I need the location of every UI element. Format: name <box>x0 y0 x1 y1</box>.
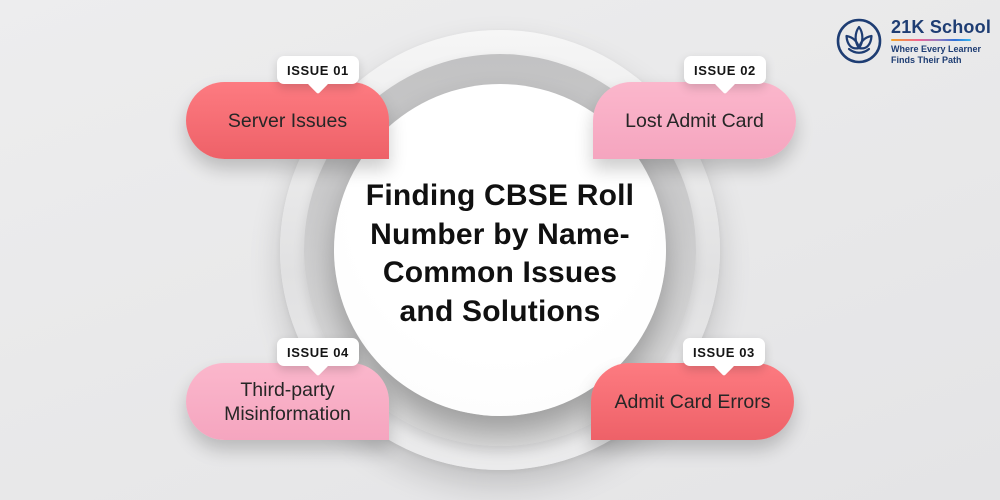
issue-pill-label: Third-party Misinformation <box>224 378 351 425</box>
issue-pill-label: Lost Admit Card <box>625 109 764 132</box>
issue-badge-01: ISSUE 01 <box>277 56 359 84</box>
brand-gradient-rule <box>891 39 971 41</box>
issue-badge-02: ISSUE 02 <box>684 56 766 84</box>
issue-badge-03: ISSUE 03 <box>683 338 765 366</box>
brand-text: 21K School Where Every Learner Finds The… <box>891 17 991 65</box>
issue-pill-server-issues: Server Issues <box>186 82 389 159</box>
issue-pill-label: Server Issues <box>227 109 348 132</box>
page-title: Finding CBSE Roll Number by Name- Common… <box>320 177 680 331</box>
issue-pill-third-party-misinformation: Third-party Misinformation <box>186 363 389 440</box>
issue-pill-label: Admit Card Errors <box>614 390 771 413</box>
title-line-4: and Solutions <box>399 294 601 328</box>
brand-tagline-line-1: Where Every Learner <box>891 44 982 54</box>
title-line-1: Finding CBSE Roll <box>365 179 635 212</box>
title-line-2: Number by Name- <box>370 217 630 251</box>
issue-pill-lost-admit-card: Lost Admit Card <box>593 82 796 159</box>
brand-name: 21K School <box>891 17 992 37</box>
title-line-3: Common Issues <box>382 256 618 289</box>
issue-badge-04: ISSUE 04 <box>277 338 359 366</box>
issue-pill-admit-card-errors: Admit Card Errors <box>591 363 794 440</box>
lotus-icon <box>836 18 882 64</box>
brand-tagline-line-2: Finds Their Path <box>891 54 962 65</box>
brand-logo: 21K School Where Every Learner Finds The… <box>836 17 991 65</box>
